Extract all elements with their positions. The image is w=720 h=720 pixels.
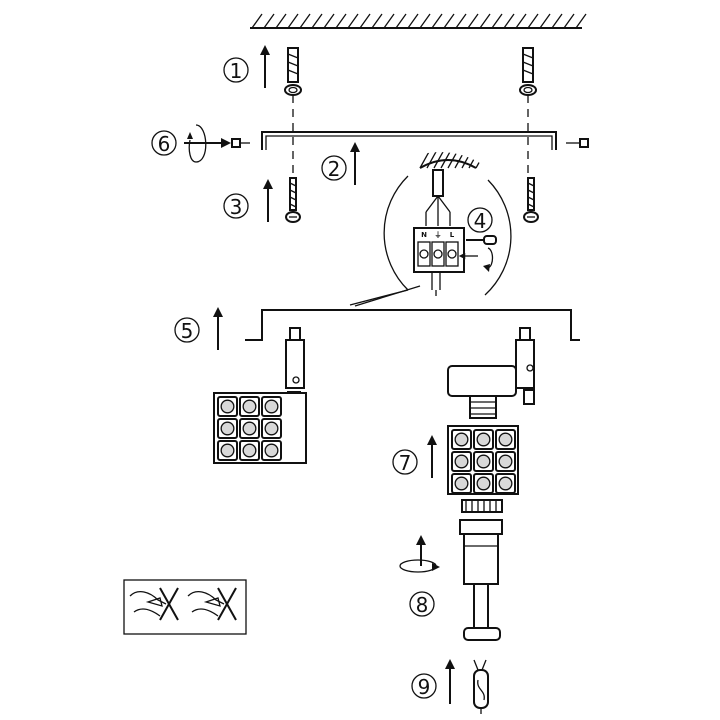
screw-icon xyxy=(285,177,301,223)
step-6-label: 6 xyxy=(158,132,171,156)
terminal-label-neutral: N xyxy=(421,231,427,239)
ceiling-hatch-icon xyxy=(419,152,487,169)
step-5-marker: 5 xyxy=(174,307,223,350)
step-8-marker: 8 xyxy=(399,535,440,617)
screw-icon xyxy=(231,138,250,148)
g9-bulb-icon xyxy=(473,659,489,714)
rotation-arrow-icon xyxy=(188,124,207,163)
terminal-label-earth: ⏚ xyxy=(435,231,442,239)
step-4-marker: 4 xyxy=(467,207,493,233)
step-2-label: 2 xyxy=(328,157,341,181)
step-8-label: 8 xyxy=(416,593,429,617)
step-1-marker: 1 xyxy=(223,45,270,88)
crystal-shade-icon xyxy=(217,396,282,461)
rotation-arrow-icon xyxy=(399,559,437,573)
step-6-marker: 6 xyxy=(151,124,231,163)
terminal-block-icon: N ⏚ L xyxy=(413,227,465,273)
step-9-label: 9 xyxy=(418,675,431,699)
no-bare-hands-icon xyxy=(123,579,247,635)
canopy-plate-icon xyxy=(245,309,580,341)
screw-icon xyxy=(523,177,539,223)
screwdriver-icon xyxy=(466,235,497,245)
crystal-shade-icon xyxy=(447,425,519,495)
step-2-marker: 2 xyxy=(321,142,360,185)
step-3-marker: 3 xyxy=(223,179,273,222)
step-4-label: 4 xyxy=(474,209,487,233)
spotlight-icon xyxy=(213,327,307,464)
step-5-label: 5 xyxy=(181,319,194,343)
wiring-detail: N ⏚ L xyxy=(349,152,512,307)
lamp-holder-icon xyxy=(459,499,503,641)
terminal-label-live: L xyxy=(450,231,455,239)
step-9-marker: 9 xyxy=(411,659,455,704)
wall-plug-icon xyxy=(519,47,537,96)
step-3-label: 3 xyxy=(230,195,243,219)
spotlight-icon xyxy=(447,327,535,419)
step-7-marker: 7 xyxy=(392,435,437,478)
wall-plug-icon xyxy=(284,47,302,96)
mounting-bracket-icon xyxy=(261,131,557,150)
ceiling-hatch-icon xyxy=(250,13,587,29)
step-7-label: 7 xyxy=(399,451,412,475)
step-1-label: 1 xyxy=(230,59,243,83)
screw-icon xyxy=(566,138,589,148)
